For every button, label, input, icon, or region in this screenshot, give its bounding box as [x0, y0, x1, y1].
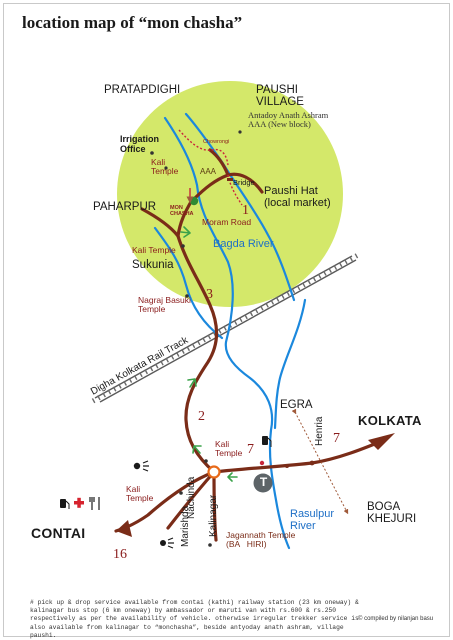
distance-7-kolkata: 7	[333, 431, 340, 446]
rasulpur-river	[273, 298, 307, 430]
label-kali-temple-3: Kali Temple	[215, 439, 243, 459]
road-paharpur-sukunia	[140, 207, 180, 238]
mon-chasha-marker	[189, 196, 199, 206]
view-point-icon-marishda	[160, 537, 174, 549]
green-arrows	[180, 226, 238, 482]
label-egra: EGRA	[280, 399, 313, 411]
footnote: # pick up & drop service available from …	[30, 599, 359, 639]
kolkata-road-arrowhead	[368, 433, 395, 450]
egra-boga-route	[291, 408, 349, 515]
label-henria: Henria	[314, 416, 325, 446]
map-frame	[3, 3, 450, 637]
label-kali-temple-1: Kali Temple	[151, 157, 179, 177]
label-nagraj-basuki-temple: Nagraj Basuki Temple	[138, 295, 191, 315]
fuel-pump-icon-contai	[60, 499, 70, 509]
fuel-pump-icon	[262, 436, 272, 447]
label-bagda-river: Bagda River	[213, 238, 274, 250]
distance-2: 2	[198, 409, 205, 424]
label-pratapdighi: PRATAPDIGHI	[104, 84, 181, 96]
copyright-icon: ©	[358, 616, 365, 622]
bagda-river-branch-north	[184, 112, 296, 302]
view-point-icon	[133, 460, 149, 472]
map-dots	[150, 130, 315, 547]
label-kali-temple-4: Kali Temple	[126, 484, 154, 504]
distance-1: 1	[242, 203, 249, 218]
label-irrigation-office: Irrigation Office	[120, 134, 160, 154]
t-marker	[253, 473, 273, 493]
road-sukunia-kalinagar	[176, 234, 219, 474]
kalinagar-junction	[207, 465, 221, 479]
label-moram-road: Moram Road	[202, 217, 252, 227]
bagda-river	[163, 116, 291, 550]
red-dotted-paths	[178, 129, 243, 206]
label-boga-khejuri: BOGA KHEJURI	[367, 501, 417, 526]
bagda-river-branch-west	[153, 226, 224, 340]
t-marker-label: T	[259, 475, 268, 489]
contai-road-arrowhead	[116, 520, 132, 537]
label-paharpur: PAHARPUR	[93, 201, 157, 213]
label-chowrongi: Chowrongi	[203, 139, 230, 145]
mon-chasha-area-circle	[117, 81, 343, 307]
label-jagannath-temple: Jagannath Temple (BA HIRI)	[226, 530, 296, 550]
map-title: location map of “mon chasha”	[22, 13, 243, 32]
distance-16: 16	[113, 547, 127, 562]
restaurant-icon	[89, 497, 100, 510]
label-paushi-hat: Paushi Hat (local market)	[264, 185, 331, 209]
label-mon-chasha: MON CHASHA	[170, 205, 194, 217]
rivers	[153, 112, 307, 550]
label-kalinagar: Kalinagar	[208, 494, 219, 537]
label-paushi-village: PAUSHI VILLAGE	[256, 84, 304, 109]
first-aid-cross-icon	[74, 497, 84, 508]
distance-3: 3	[206, 287, 213, 302]
label-sukunia: Sukunia	[132, 259, 174, 271]
label-rasulpur-river: Rasulpur River	[290, 508, 335, 532]
bridge-marker	[227, 178, 233, 181]
label-bridge: Bridge	[233, 178, 255, 187]
label-aaa: AAA	[200, 167, 217, 176]
label-contai: CONTAI	[31, 525, 86, 541]
road-aaa-chowrongi	[208, 148, 230, 177]
distance-7-kalinagar: 7	[247, 442, 254, 457]
label-kolkata: KOLKATA	[358, 413, 422, 428]
label-marishda: Marishda	[180, 505, 191, 547]
label-antadoy-ashram: Antadoy Anath Ashram AAA (New block)	[248, 110, 329, 130]
label-kali-temple-2: Kali Temple	[132, 245, 176, 255]
credit: © compiled by nilanjan basu	[358, 616, 433, 622]
credit-text: compiled by nilanjan basu	[364, 616, 434, 622]
